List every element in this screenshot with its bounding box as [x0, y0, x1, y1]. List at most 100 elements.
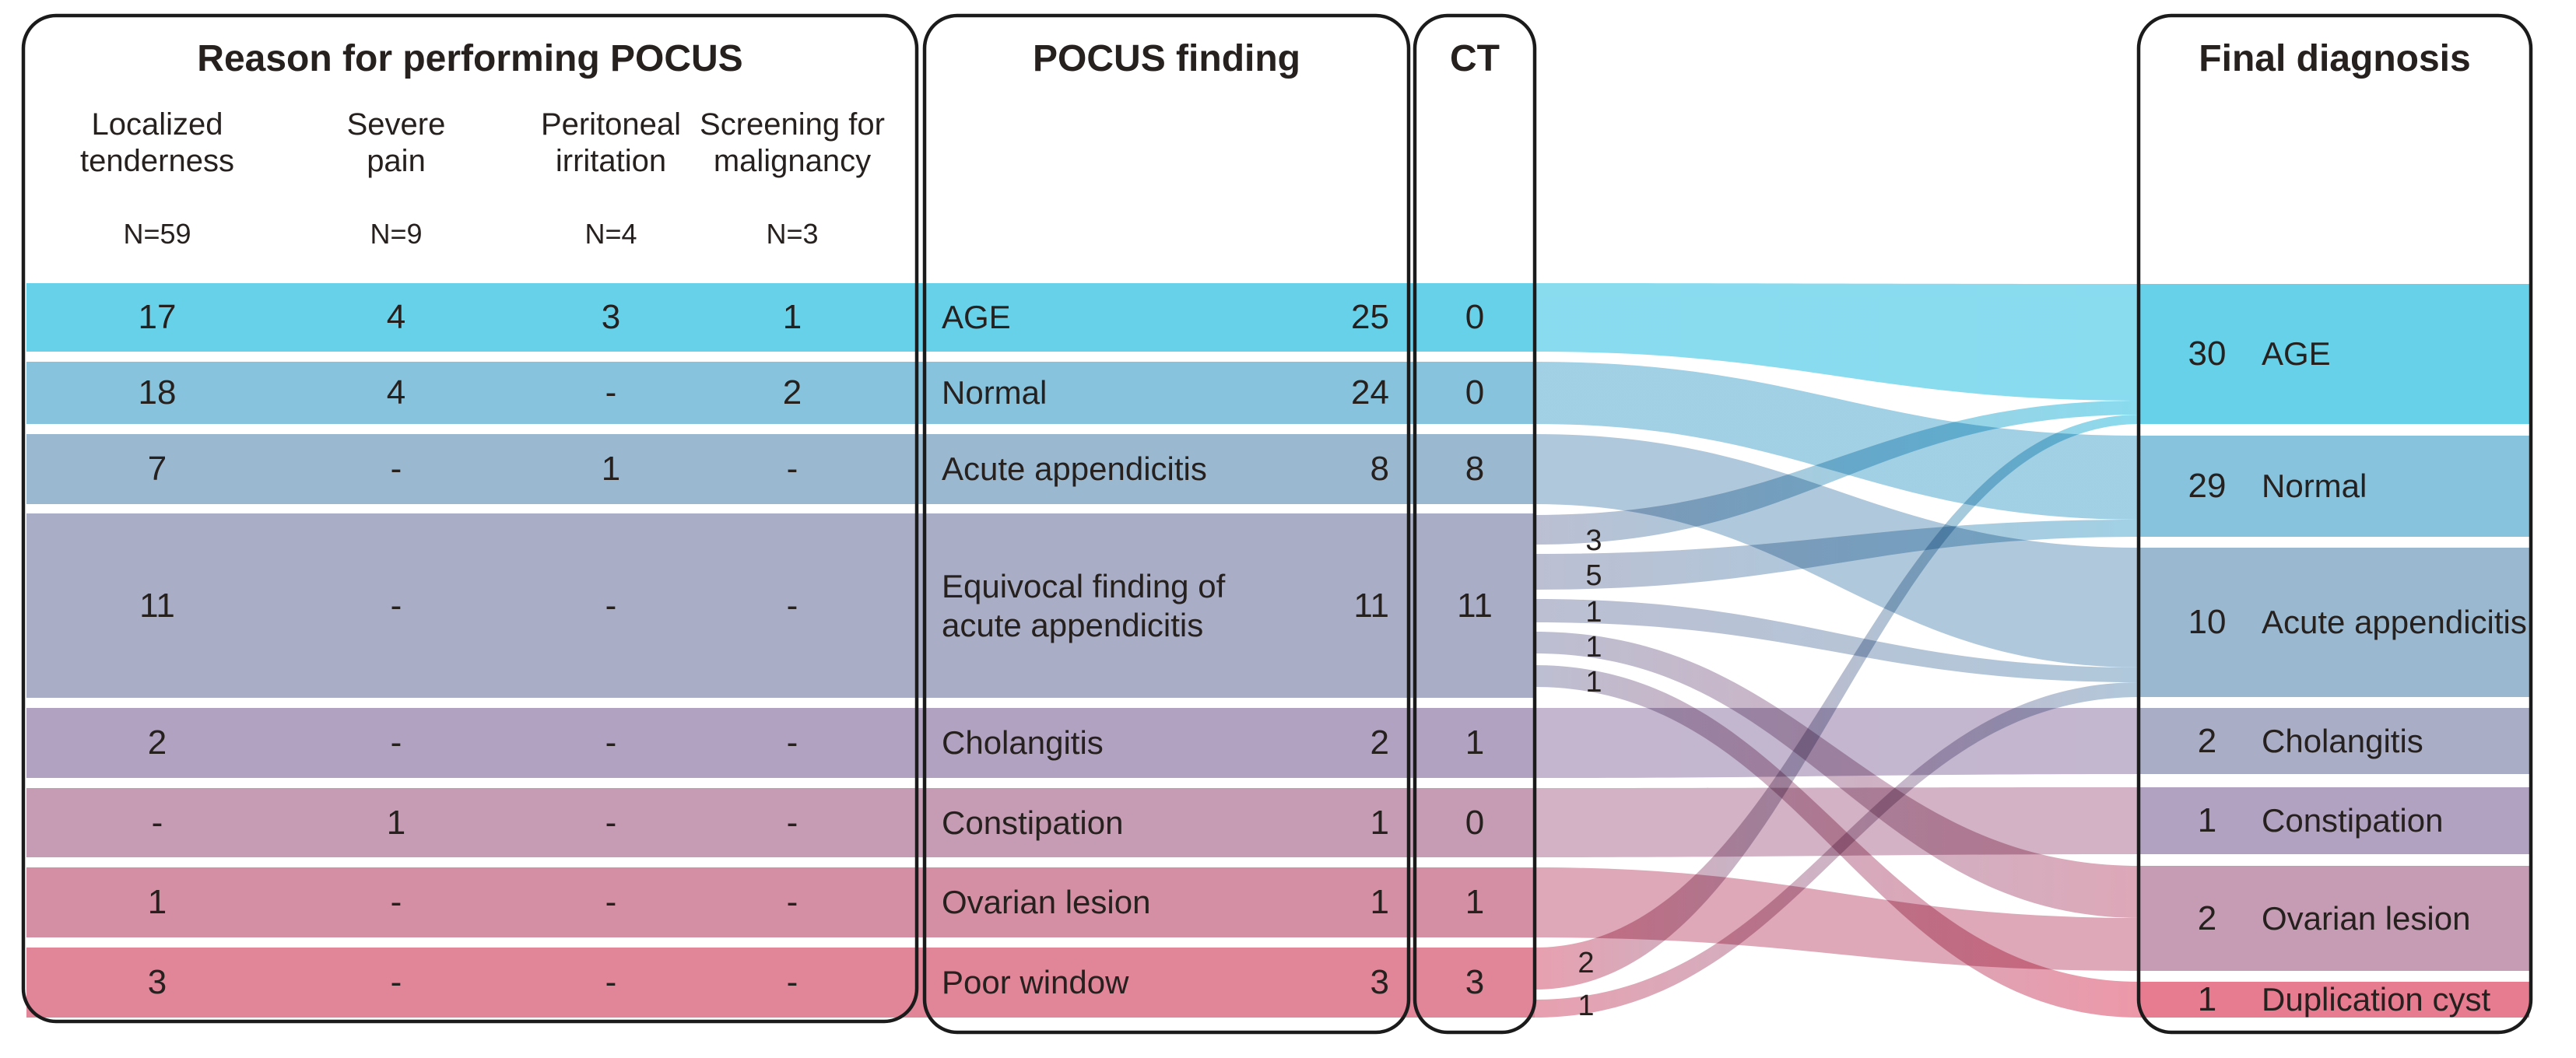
equivocal-split-label-4: 1 [1585, 665, 1602, 699]
flow-ribbon-9 [1535, 632, 2140, 918]
final-block-1 [2140, 436, 2529, 537]
table-cell-r4-c2: - [605, 723, 617, 762]
final-row-value-2: 10 [2188, 603, 2227, 642]
pocus-row-label-4: Cholangitis [942, 724, 1104, 762]
table-cell-r0-c1: 4 [386, 298, 406, 337]
ct-value-1: 0 [1465, 373, 1485, 412]
final-block-3 [2140, 708, 2529, 774]
table-cell-r1-c3: 2 [782, 373, 802, 412]
flow-ribbon-12 [1535, 682, 2140, 1018]
ct-value-0: 0 [1465, 298, 1485, 337]
table-cell-r5-c2: - [605, 803, 617, 842]
reason-col-header-1: Severe pain [346, 107, 446, 178]
final-block-0 [2140, 284, 2529, 424]
table-cell-r6-c2: - [605, 883, 617, 922]
final-row-value-4: 1 [2197, 801, 2217, 840]
final-block-6 [2140, 982, 2529, 1018]
equivocal-split-label-3: 1 [1585, 630, 1602, 664]
table-cell-r3-c3: - [786, 586, 798, 625]
row-band-6 [26, 867, 1535, 937]
reason-col-header-2: Peritoneal irritation [540, 107, 682, 178]
panel-border-0 [21, 13, 919, 1024]
final-block-4 [2140, 787, 2529, 854]
table-cell-r1-c0: 18 [138, 373, 177, 412]
pocus-row-value-5: 1 [1370, 803, 1389, 842]
final-row-value-6: 1 [2197, 980, 2217, 1019]
pocus-row-label-0: AGE [942, 299, 1011, 336]
ct-value-4: 1 [1465, 723, 1485, 762]
table-cell-r5-c3: - [786, 803, 798, 842]
pocus-row-value-6: 1 [1370, 883, 1389, 922]
reason-col-n-2: N=4 [584, 217, 637, 250]
ct-value-7: 3 [1465, 963, 1485, 1002]
row-band-4 [26, 708, 1535, 778]
final-block-2 [2140, 548, 2529, 697]
flow-ribbon-0 [1535, 283, 2140, 401]
flow-ribbon-11 [1535, 415, 2140, 990]
table-cell-r3-c2: - [605, 586, 617, 625]
pocus-row-label-7: Poor window [942, 964, 1129, 1001]
final-row-label-1: Normal [2262, 468, 2367, 505]
ct-value-6: 1 [1465, 883, 1485, 922]
pocus-row-value-4: 2 [1370, 723, 1389, 762]
ct-value-5: 0 [1465, 803, 1485, 842]
ct-value-2: 8 [1465, 450, 1485, 489]
equivocal-split-label-1: 5 [1585, 559, 1602, 592]
pocus-row-value-1: 24 [1351, 373, 1389, 412]
reason-col-header-3: Screening for malignancy [700, 107, 885, 178]
row-band-0 [26, 283, 1535, 352]
table-cell-r7-c2: - [605, 963, 617, 1002]
reason-col-n-0: N=59 [123, 217, 191, 250]
ct-value-3: 11 [1457, 586, 1493, 625]
final-panel-title: Final diagnosis [2199, 37, 2471, 79]
equivocal-split-label-0: 3 [1585, 524, 1602, 557]
panel-border-3 [2136, 13, 2533, 1035]
poor-window-split-label-0: 2 [1578, 946, 1595, 979]
reason-col-n-1: N=9 [370, 217, 423, 250]
row-band-5 [26, 788, 1535, 857]
table-cell-r1-c2: - [605, 373, 617, 412]
pocus-row-label-5: Constipation [942, 804, 1124, 841]
poor-window-split-label-1: 1 [1578, 989, 1595, 1022]
table-cell-r2-c0: 7 [147, 450, 167, 489]
pocus-row-value-3: 11 [1353, 586, 1389, 625]
final-row-label-2: Acute appendicitis [2262, 604, 2527, 641]
table-cell-r4-c3: - [786, 723, 798, 762]
flow-ribbon-7 [1535, 520, 2140, 590]
table-cell-r6-c3: - [786, 883, 798, 922]
ct-panel-title: CT [1450, 37, 1500, 79]
final-block-5 [2140, 866, 2529, 971]
pocus-row-label-1: Normal [942, 374, 1048, 412]
row-band-7 [26, 948, 1535, 1018]
table-cell-r7-c1: - [390, 963, 402, 1002]
final-row-label-6: Duplication cyst [2262, 981, 2491, 1018]
table-cell-r2-c2: 1 [601, 450, 621, 489]
table-cell-r1-c1: 4 [386, 373, 406, 412]
flow-ribbon-6 [1535, 401, 2140, 545]
final-row-value-5: 2 [2197, 899, 2217, 937]
final-row-value-1: 29 [2188, 467, 2227, 506]
pocus-row-value-2: 8 [1370, 450, 1389, 489]
table-cell-r5-c0: - [151, 803, 163, 842]
table-cell-r6-c1: - [390, 883, 402, 922]
row-band-2 [26, 434, 1535, 504]
pocus-row-label-2: Acute appendicitis [942, 450, 1207, 488]
table-cell-r5-c1: 1 [386, 803, 406, 842]
table-cell-r0-c3: 1 [782, 298, 802, 337]
table-cell-r6-c0: 1 [147, 883, 167, 922]
final-row-label-4: Constipation [2262, 802, 2444, 839]
table-cell-r0-c2: 3 [601, 298, 621, 337]
final-row-label-0: AGE [2262, 335, 2331, 373]
pocus-row-label-6: Ovarian lesion [942, 884, 1151, 921]
panel-border-1 [922, 13, 1411, 1035]
table-cell-r4-c0: 2 [147, 723, 167, 762]
table-cell-r0-c0: 17 [138, 298, 177, 337]
panel-border-2 [1413, 13, 1537, 1035]
reason-panel-title: Reason for performing POCUS [197, 37, 743, 79]
table-cell-r2-c3: - [786, 450, 798, 489]
table-cell-r7-c0: 3 [147, 963, 167, 1002]
row-band-1 [26, 362, 1535, 424]
final-row-label-5: Ovarian lesion [2262, 899, 2471, 937]
